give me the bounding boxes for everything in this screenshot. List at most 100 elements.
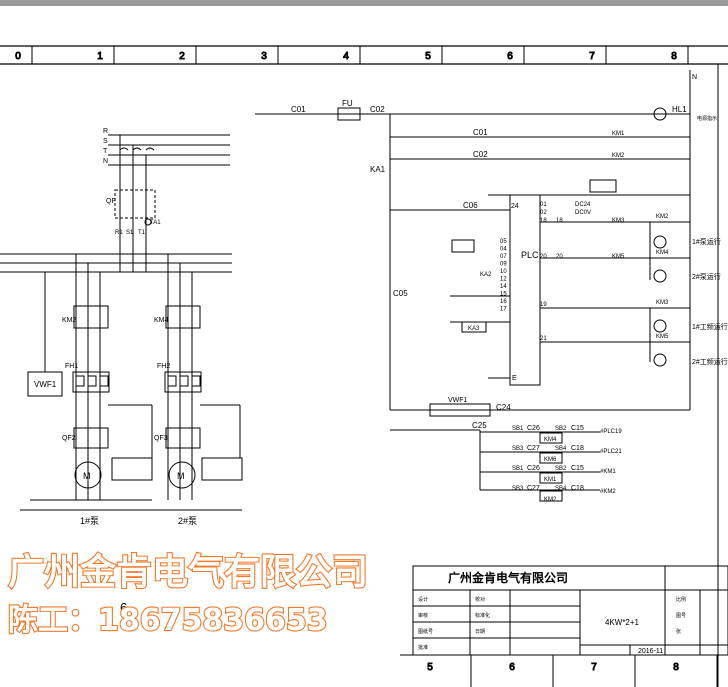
title-cell-3: 批准 — [418, 644, 428, 651]
km3-contact-label: KM3 — [656, 300, 669, 306]
title-block — [412, 565, 728, 656]
phase-label-S: S — [103, 138, 108, 145]
pump1-branch — [27, 254, 153, 501]
plc-label: PLC — [521, 250, 539, 260]
neutral-label: N — [692, 74, 697, 81]
phase-label-R: R — [103, 128, 108, 135]
wire-c01: C01 — [291, 105, 306, 114]
sb-row-1-sb-a: SB3 — [512, 446, 524, 452]
wire-c05: C05 — [393, 289, 408, 298]
title-cell-0: 设计 — [418, 596, 428, 603]
plc-terminal-20: 20 — [540, 254, 547, 260]
column-number-4: 4 — [343, 51, 349, 62]
plc-e-label: E — [512, 375, 517, 382]
plc-input-16: 16 — [500, 299, 507, 305]
main-bus — [108, 134, 230, 272]
title-cell-6: 日期 — [475, 629, 485, 635]
plc-terminal-18: 18 — [540, 218, 547, 224]
column-ruler-top: 0 1 2 3 4 5 6 7 8 — [15, 46, 689, 64]
sb-row-2-sb-a: SB1 — [512, 466, 524, 472]
wire-c25: C25 — [472, 421, 487, 430]
r1-label: R1 — [115, 230, 123, 236]
column-number-3: 3 — [261, 51, 267, 62]
column-number-8: 8 — [671, 51, 677, 62]
km3-label: KM3 — [612, 218, 625, 224]
sb-row-0-c-a: C26 — [527, 425, 540, 432]
sb-row-1-km: KM6 — [544, 457, 557, 463]
sb-row-3-target: #KM2 — [600, 489, 616, 495]
partial-text: 6 — [120, 600, 127, 615]
phase-label-T: T — [103, 148, 108, 155]
fh2-label: FH2 — [157, 363, 170, 370]
sb-row-3-sb-a: SB3 — [512, 486, 524, 492]
vwf1-box-label: VWF1 — [34, 380, 57, 389]
pump2-caption: 2#泵 — [178, 516, 197, 526]
title-company: 广州金肯电气有限公司 — [448, 570, 568, 585]
pump1-caption: 1#泵 — [80, 516, 99, 526]
title-cell-1: 审核 — [418, 612, 428, 619]
watermark-phone: 陈工：18675836653 — [8, 603, 328, 638]
plc-input-17: 17 — [500, 307, 507, 313]
column-number-5: 5 — [425, 51, 431, 62]
watermark-company: 广州金肯电气有限公司 — [8, 551, 368, 593]
title-cell-2: 图纸号 — [418, 628, 433, 635]
title-cell-9: 张 — [676, 628, 681, 635]
km4-coil-label: KM4 — [154, 317, 169, 324]
plc-terminal-02: 02 — [540, 210, 547, 216]
sb-row-1-c-b: C18 — [571, 445, 584, 452]
pump2-branch — [20, 254, 243, 511]
top-band — [0, 0, 728, 6]
sb-row-3-c-b: C18 — [571, 485, 584, 492]
sb-row-3-km: KM2 — [544, 497, 557, 503]
sb-row-0-sb-b: SB2 — [555, 426, 567, 432]
plc-input-15: 15 — [500, 292, 507, 298]
wire-c02: C02 — [370, 105, 385, 114]
plc-input-04: 04 — [500, 247, 507, 253]
plc-input-05: 05 — [500, 239, 507, 245]
sb-row-1-sb-b: SB4 — [555, 446, 567, 452]
km4-contact-label: KM4 — [656, 250, 669, 256]
sb-row-0-km: KM4 — [544, 437, 557, 443]
plc-input-09: 09 — [500, 262, 507, 268]
bottom-column-number-7: 7 — [591, 662, 597, 673]
t1-label: T1 — [138, 230, 146, 236]
plc-terminal-24: 24 — [511, 203, 519, 210]
km5-contact-label: KM5 — [656, 334, 669, 340]
wire-c24: C24 — [496, 403, 511, 412]
column-number-7: 7 — [589, 51, 595, 62]
control-circuit — [255, 70, 691, 502]
plc-terminal-21: 21 — [540, 336, 547, 342]
plc-terminal-01: 01 — [540, 202, 547, 208]
sb-row-1-c-a: C27 — [527, 445, 540, 452]
ka3-label: KA3 — [468, 326, 480, 332]
column-number-6: 6 — [507, 51, 513, 62]
s1-label: S1 — [126, 230, 134, 236]
qf3-label: QF3 — [154, 435, 168, 442]
ta1-label: TA1 — [150, 220, 161, 226]
distribution-bus — [0, 253, 232, 273]
title-date: 2016-11 — [638, 648, 663, 655]
motor1-label: M — [83, 471, 91, 481]
output-work1: 1#工频运行 — [692, 322, 728, 331]
sb-row-2-c-a: C26 — [527, 465, 540, 472]
plc-terminal-18-b: 18 — [556, 218, 563, 224]
plc-terminal-19: 19 — [540, 302, 547, 308]
km2-contact-label: KM2 — [656, 214, 669, 220]
wire-c02-b: C02 — [473, 150, 488, 159]
title-drawing-name: 4KW*2+1 — [605, 618, 640, 627]
column-number-2: 2 — [179, 51, 185, 62]
sb-row-2-target: #KM1 — [600, 469, 616, 475]
column-number-1: 1 — [97, 51, 103, 62]
sb-row-2-km: KM1 — [544, 477, 557, 483]
qf2-label: QF2 — [62, 435, 76, 442]
km2-label: KM2 — [612, 153, 625, 159]
output-run2: 2#泵运行 — [692, 272, 721, 281]
phase-label-N: N — [103, 158, 108, 165]
column-number-0: 0 — [15, 51, 21, 62]
sb-row-0-sb-a: SB1 — [512, 426, 524, 432]
km5-label: KM5 — [612, 254, 625, 260]
title-cell-7: 比例 — [676, 596, 686, 603]
title-cell-8: 图号 — [676, 613, 686, 619]
